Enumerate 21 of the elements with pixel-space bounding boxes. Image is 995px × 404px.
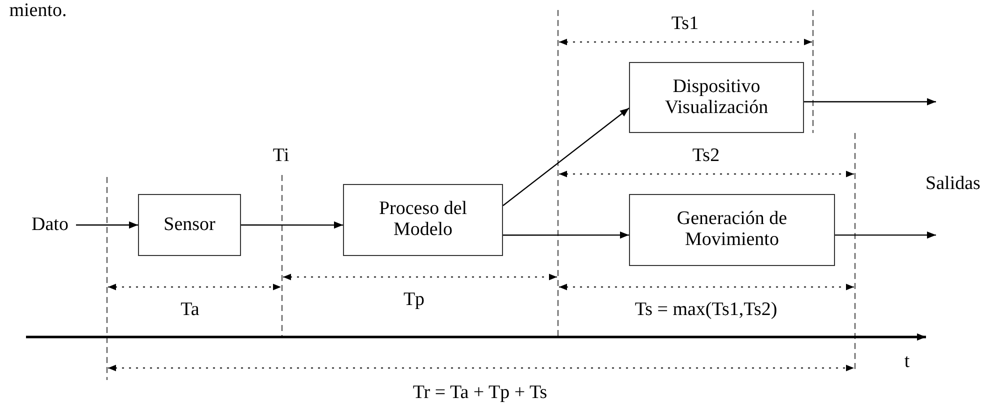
text-label: Ts = max(Ts1,Ts2) (634, 300, 778, 319)
arrow (502, 108, 630, 206)
arrow (503, 231, 629, 239)
arrow (804, 98, 936, 106)
text-label: Tr = Ta + Tp + Ts (412, 383, 548, 402)
text-label: Ta (180, 300, 200, 319)
text-label: Ti (272, 146, 290, 165)
process-box: Sensor (138, 194, 241, 256)
text-label: Ts2 (692, 146, 720, 165)
process-box: Dispositivo Visualización (629, 62, 804, 133)
arrow (835, 231, 936, 239)
text-label: t (904, 352, 910, 371)
arrow (76, 221, 138, 229)
text-label: Tp (403, 290, 425, 309)
text-label: Salidas (926, 174, 980, 193)
process-box: Generación de Movimiento (629, 194, 835, 266)
text-label: miento. (9, 1, 67, 20)
text-label: Ts1 (671, 14, 699, 33)
process-box: Proceso del Modelo (343, 184, 503, 256)
text-label: Dato (30, 214, 70, 236)
arrow (241, 221, 343, 229)
